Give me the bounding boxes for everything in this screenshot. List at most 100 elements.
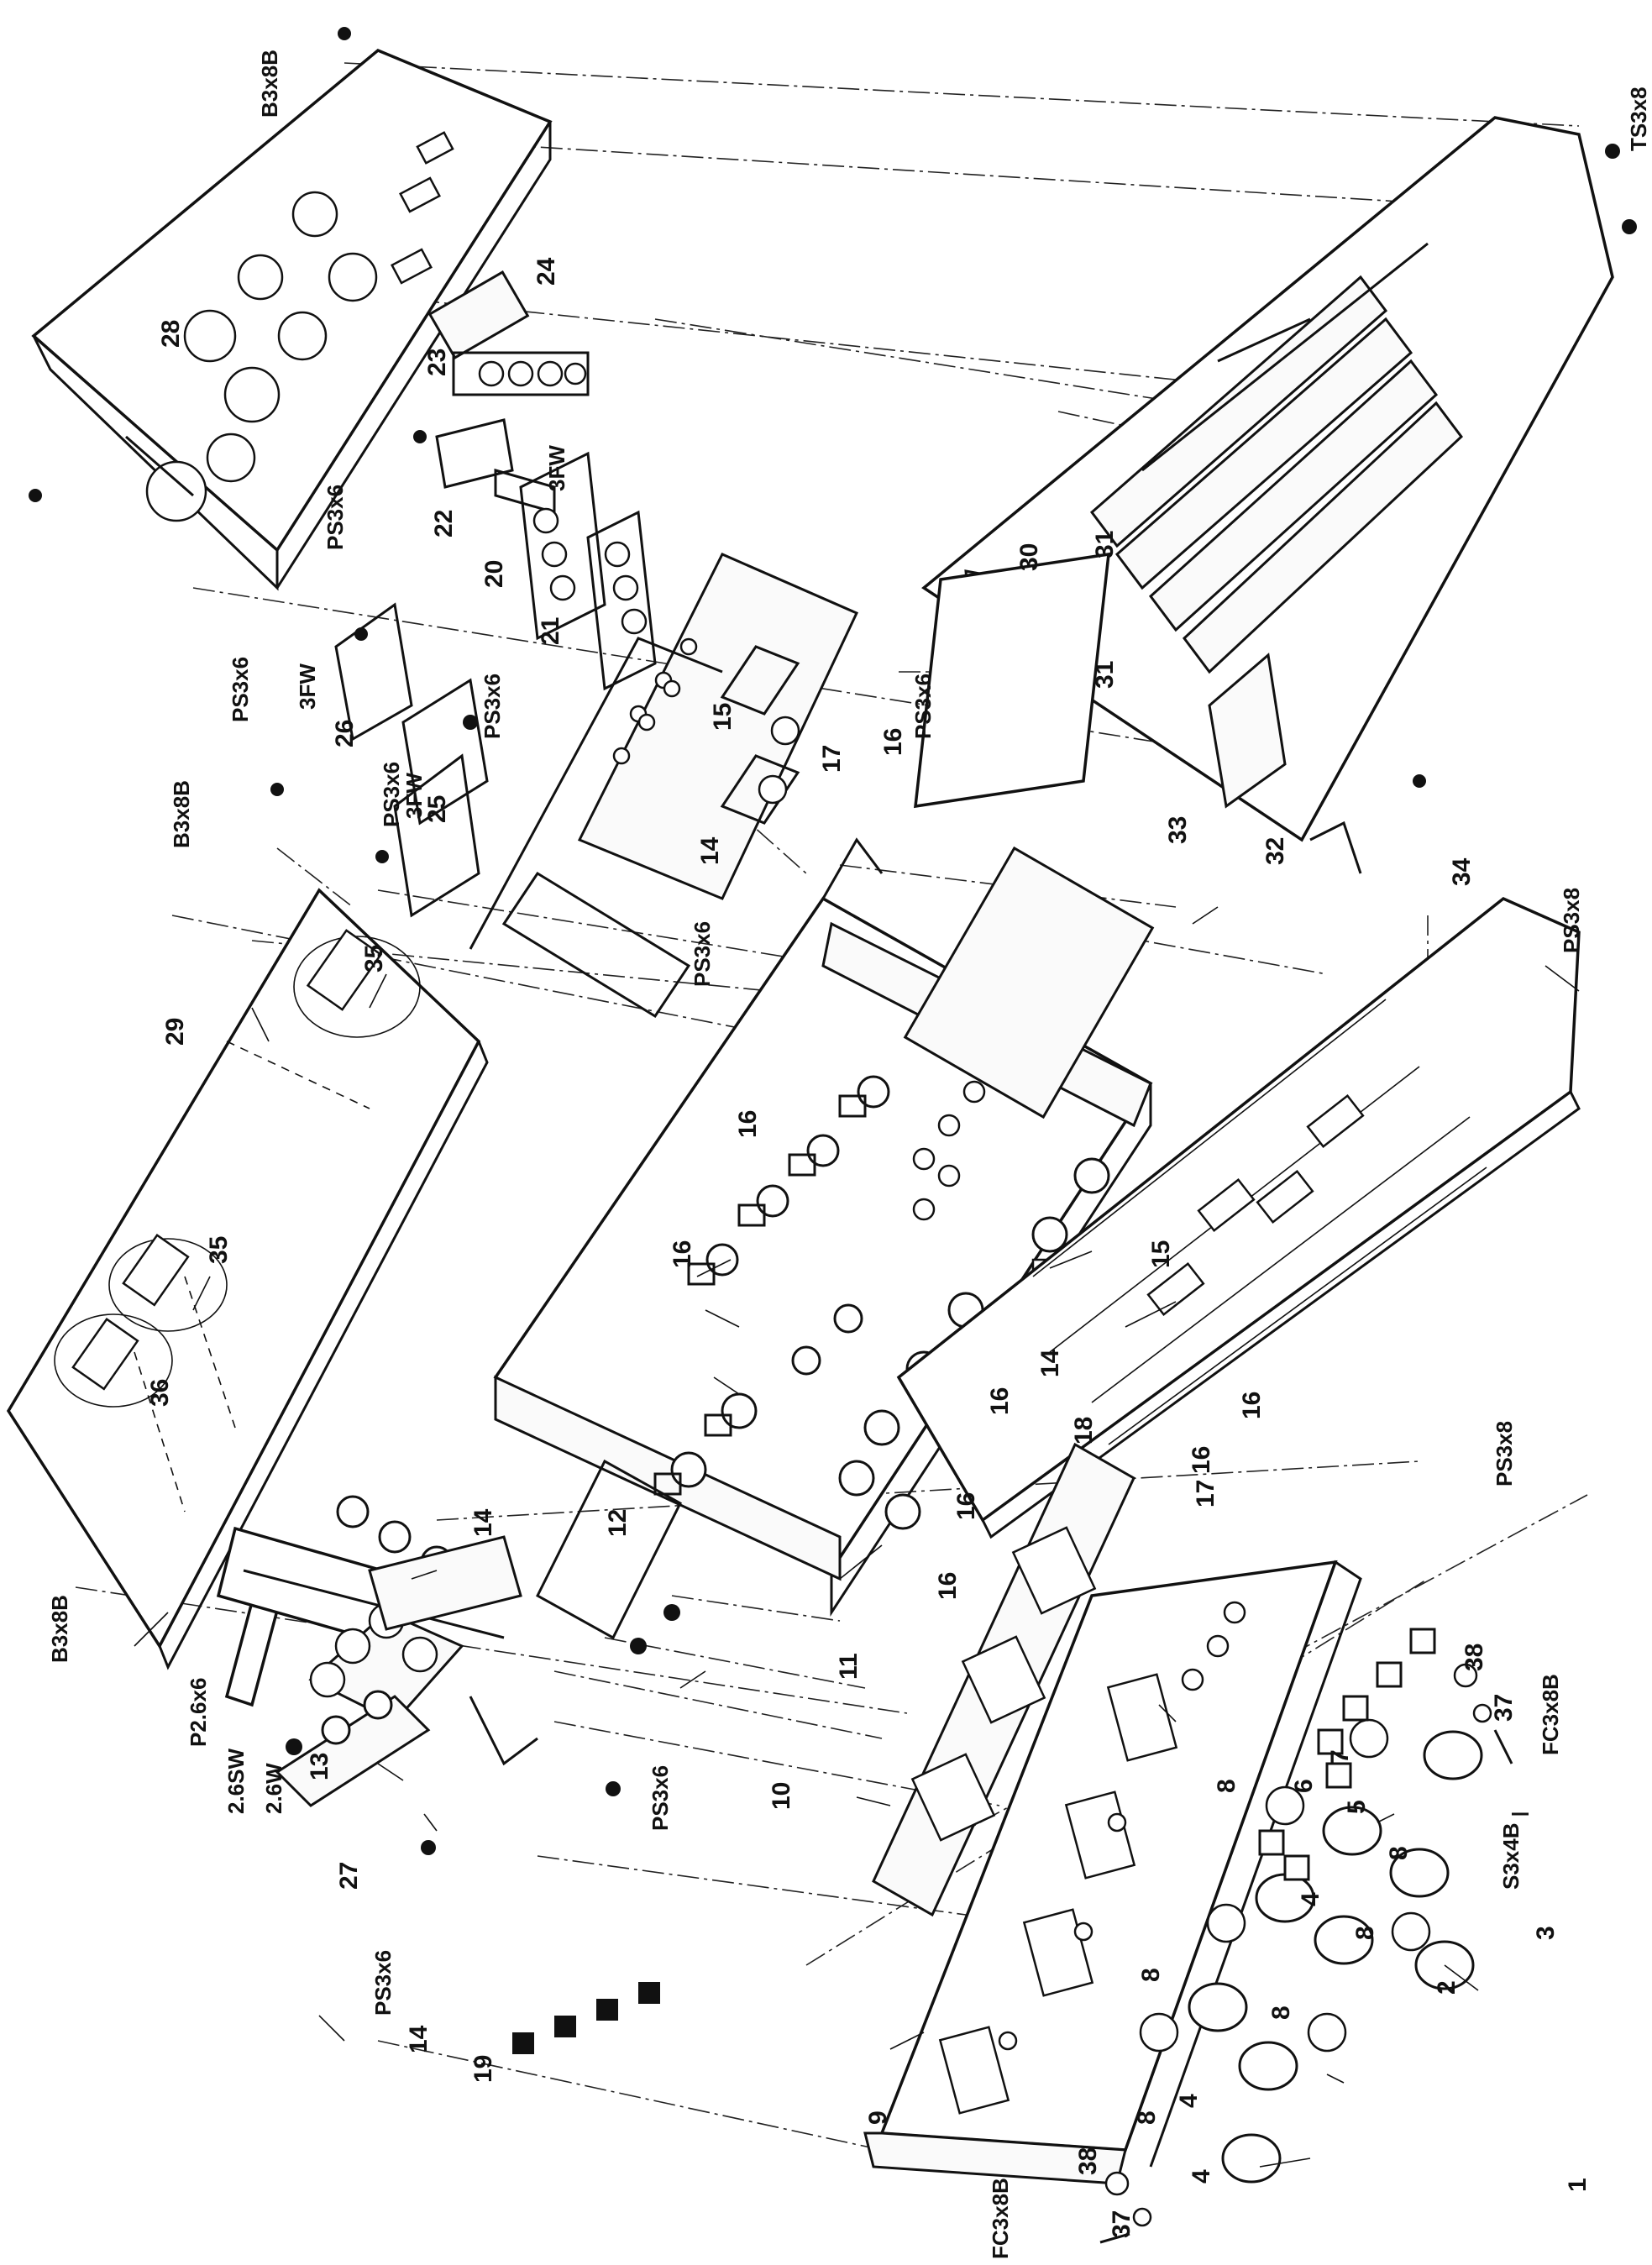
label-16h: 16: [1238, 1392, 1266, 1419]
screw-ps3x6-h: PS3x6: [370, 1950, 396, 2016]
label-2: 2: [1433, 1980, 1461, 1995]
screw-p2-6x6: P2.6x6: [186, 1678, 211, 1747]
label-4c: 4: [1188, 2169, 1215, 2184]
screw-ps3x6-d: PS3x6: [379, 762, 404, 827]
label-16d: 16: [986, 1387, 1014, 1415]
front-panel-9: [863, 1442, 1362, 2185]
label-17b: 17: [1192, 1480, 1219, 1507]
label-15b: 15: [1147, 1240, 1175, 1268]
label-34: 34: [1448, 857, 1476, 886]
screw-b3x8b-top: B3x8B: [257, 50, 282, 118]
label-35a: 35: [360, 945, 388, 973]
label-28: 28: [157, 320, 185, 348]
label-33: 33: [1164, 816, 1192, 844]
washer-3fw-c: 3FW: [401, 773, 427, 819]
label-31b: 31: [1091, 661, 1119, 689]
label-22: 22: [430, 510, 458, 537]
leader-lines: [134, 906, 1580, 2168]
knobs: [1099, 1663, 1529, 2244]
label-14a: 14: [469, 1508, 497, 1537]
part-labels: 1 2 3 4 4 4 5 6 7 8 8 8 8 8 8 9 10 11 12…: [146, 257, 1592, 2238]
top-cover-28: [29, 27, 553, 591]
label-18: 18: [1070, 1417, 1098, 1444]
label-7: 7: [1326, 1749, 1354, 1764]
left-jack-brackets: [216, 1495, 660, 2054]
label-16f: 16: [934, 1572, 962, 1600]
screw-ps3x6-f: PS3x6: [690, 921, 715, 987]
label-35b: 35: [205, 1236, 233, 1264]
label-8f: 8: [1267, 2005, 1295, 2020]
label-38a: 38: [1461, 1644, 1488, 1671]
screw-ps3x8-b: PS3x8: [1492, 1421, 1517, 1486]
screw-ts3x8: TS3x8: [1626, 87, 1651, 151]
washer-3fw-a: 3FW: [544, 445, 569, 491]
screw-fc3x8b-a: FC3x8B: [1538, 1674, 1563, 1755]
label-15a: 15: [709, 703, 737, 731]
label-8e: 8: [1351, 1926, 1379, 1940]
label-38b: 38: [1074, 2147, 1102, 2175]
bottom-plate-34: [896, 896, 1581, 1539]
screw-fc3x8b-b: FC3x8B: [988, 2178, 1013, 2259]
label-3: 3: [1532, 1926, 1560, 1940]
label-13: 13: [306, 1753, 333, 1780]
label-16e: 16: [952, 1492, 980, 1520]
label-26: 26: [331, 720, 359, 747]
rear-chassis: [469, 553, 859, 950]
label-24: 24: [532, 257, 560, 286]
label-14d: 14: [1036, 1349, 1064, 1377]
screw-ps3x6-b: PS3x6: [228, 657, 253, 722]
screw-b3x8b-mid: B3x8B: [169, 780, 194, 848]
label-23: 23: [423, 349, 451, 376]
label-21: 21: [537, 617, 564, 645]
screw-ps3x8-a: PS3x8: [1559, 888, 1584, 953]
connector-assemblies: [270, 270, 657, 918]
label-32: 32: [1261, 837, 1289, 865]
label-16a: 16: [879, 728, 907, 756]
label-14b: 14: [405, 2025, 433, 2053]
washer-2-6w: 2.6W: [261, 1763, 286, 1814]
potentiometers: [653, 1075, 890, 1496]
label-11: 11: [835, 1653, 863, 1680]
label-5: 5: [1343, 1800, 1371, 1814]
label-27: 27: [335, 1862, 363, 1890]
screw-s3x4b: S3x4B: [1498, 1823, 1524, 1890]
label-36: 36: [146, 1379, 174, 1407]
label-14c: 14: [696, 836, 724, 865]
label-1: 1: [1564, 2178, 1592, 2192]
bottom-cover-29: [6, 888, 489, 1670]
label-4b: 4: [1175, 2094, 1203, 2108]
label-16b: 16: [734, 1110, 762, 1138]
label-31a: 31: [1091, 531, 1119, 558]
label-29: 29: [161, 1018, 189, 1046]
washer-3fw-b: 3FW: [295, 663, 320, 710]
label-8b: 8: [1133, 2110, 1161, 2125]
label-37b: 37: [1108, 2210, 1135, 2238]
label-37a: 37: [1490, 1694, 1518, 1722]
hardware-labels: B3x8B B3x8B B3x8B TS3x8 PS3x8 PS3x8 PS3x…: [47, 50, 1651, 2259]
screw-ps3x6-c: PS3x6: [480, 674, 505, 739]
label-10: 10: [768, 1782, 795, 1810]
washer-2-6sw: 2.6SW: [223, 1749, 249, 1814]
label-4a: 4: [1297, 1892, 1324, 1906]
label-6: 6: [1290, 1779, 1318, 1793]
label-8d: 8: [1385, 1846, 1413, 1860]
screw-ps3x6-e: PS3x6: [910, 674, 936, 739]
label-30: 30: [1015, 543, 1043, 571]
label-17a: 17: [818, 745, 846, 773]
label-8a: 8: [1213, 1779, 1240, 1793]
screw-ps3x6-a: PS3x6: [323, 485, 348, 550]
push-buttons: [1258, 1628, 1436, 1881]
label-16c: 16: [669, 1240, 696, 1268]
label-12: 12: [604, 1509, 632, 1537]
card-rack: [914, 116, 1637, 874]
label-19: 19: [469, 2055, 497, 2083]
label-20: 20: [480, 560, 508, 588]
label-25: 25: [423, 795, 451, 823]
label-16g: 16: [1188, 1446, 1215, 1474]
screw-b3x8b-low: B3x8B: [47, 1595, 72, 1663]
label-8c: 8: [1137, 1968, 1165, 1982]
label-9: 9: [864, 2110, 892, 2125]
screw-ps3x6-g: PS3x6: [648, 1765, 673, 1831]
